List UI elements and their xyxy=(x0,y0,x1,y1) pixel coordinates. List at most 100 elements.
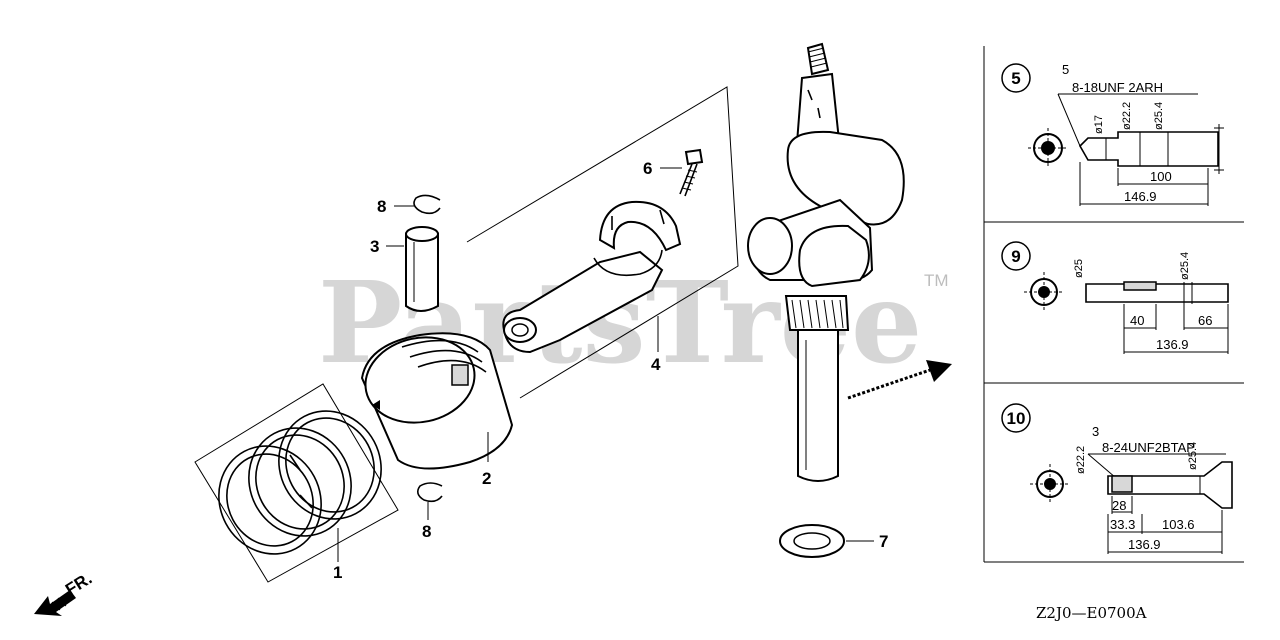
panel-9-keyway xyxy=(1123,281,1157,291)
panel-5-dim-line-1 xyxy=(1117,168,1209,186)
callout-6: 6 xyxy=(643,159,652,178)
panel-9-len-3: 136.9 xyxy=(1156,337,1189,352)
panel-10-dim-line-3 xyxy=(1142,510,1223,554)
panel-9-badge xyxy=(1001,241,1031,271)
watermark-trademark: TM xyxy=(924,271,949,290)
callout-8-top: 8 xyxy=(377,197,386,216)
panel-10-len-4: 136.9 xyxy=(1128,537,1161,552)
piston-ring-grooves xyxy=(401,339,487,373)
bolt-head xyxy=(684,148,704,166)
crank-gear-teeth xyxy=(791,299,844,329)
washer[interactable] xyxy=(779,524,845,558)
crank-pin-end xyxy=(747,217,793,275)
panel-10-len-1: 28 xyxy=(1112,498,1126,513)
panel-10-dia-1: ø22.2 xyxy=(1075,446,1087,474)
panel-9-end-center xyxy=(1024,272,1064,312)
rod-small-end-bore xyxy=(511,323,529,337)
panel-5-dia-2: ø22.2 xyxy=(1121,102,1133,130)
clip-top-shape xyxy=(413,194,441,215)
crank-main-shaft xyxy=(797,329,839,482)
panel-5-thread-leader xyxy=(1057,93,1081,147)
panel-5-dia-3: ø25.4 xyxy=(1153,102,1165,130)
panel-10-badge-label: 10 xyxy=(1007,409,1026,428)
panel-10-thread-numerator: 3 xyxy=(1092,424,1099,439)
panel-5-end-center xyxy=(1028,128,1068,168)
panel-10-dia-2: ø25.4 xyxy=(1187,442,1199,470)
drawing-code: Z2J0—E0700A xyxy=(1036,604,1147,622)
panel-5-dia-1: ø17 xyxy=(1093,115,1105,134)
detail-panel-5: 5 5 8-18UNF 2ARH ø17 ø22.2 ø25.4 100 146… xyxy=(1001,62,1224,206)
panel-10-badge xyxy=(1001,403,1031,433)
connecting-rod-assembly[interactable] xyxy=(502,200,682,354)
panel-9-len-2: 66 xyxy=(1198,313,1212,328)
washer-inner xyxy=(793,532,831,550)
detail-direction-arrow xyxy=(847,360,952,400)
piston-crown xyxy=(364,336,476,424)
pin-clip-top[interactable] xyxy=(413,194,441,215)
panel-10-thread-leader xyxy=(1087,453,1117,479)
crank-thread-lines xyxy=(807,47,828,68)
callout-1: 1 xyxy=(333,563,342,582)
panel-5-shaft-steps xyxy=(1105,132,1169,166)
rod-big-end xyxy=(593,249,663,277)
crankshaft[interactable] xyxy=(747,42,905,482)
piston-pin[interactable] xyxy=(405,226,439,312)
panel-9-shaft-profile xyxy=(1085,283,1229,303)
panel-10-thread-spec: 8-24UNF2BTAP xyxy=(1102,440,1195,455)
detail-panels xyxy=(983,46,1244,563)
panel-10-dim-line-1 xyxy=(1111,496,1133,514)
ring-oil-inner-edge xyxy=(285,417,375,513)
detail-panel-9: 9 ø25 ø25.4 40 66 136.9 xyxy=(1001,241,1229,354)
rod-assembly-outline xyxy=(466,86,739,399)
piston[interactable] xyxy=(357,327,514,470)
clip-bottom-shape xyxy=(416,482,443,503)
callout-3: 3 xyxy=(370,237,379,256)
panel-10-len-2: 33.3 xyxy=(1110,517,1135,532)
bolt-thread xyxy=(681,169,698,191)
ring-gaps xyxy=(289,454,313,509)
panel-5-len-1: 100 xyxy=(1150,169,1172,184)
callout-8-bottom: 8 xyxy=(422,522,431,541)
piston-pin-boss xyxy=(451,364,469,386)
bolt-shank xyxy=(679,163,698,197)
crank-thread-end xyxy=(806,42,830,76)
panel-5-shaft-profile xyxy=(1079,131,1219,167)
panel-10-len-3: 103.6 xyxy=(1162,517,1195,532)
panel-10-threaded-bore xyxy=(1111,475,1133,493)
detail-panel-10: 10 3 8-24UNF2BTAP ø22.2 ø25.4 28 33.3 10… xyxy=(1001,403,1233,554)
pin-clip-bottom[interactable] xyxy=(416,482,443,503)
pin-end xyxy=(405,226,439,242)
ring-middle-inner-edge xyxy=(255,434,345,530)
panel-9-badge-label: 9 xyxy=(1011,247,1020,266)
piston-direction-mark xyxy=(372,400,380,410)
panel-10-end-center xyxy=(1030,464,1070,504)
panel-5-thread-spec: 8-18UNF 2ARH xyxy=(1072,80,1163,95)
ring-set-outline xyxy=(194,383,399,583)
rod-shank xyxy=(502,250,664,354)
ring-middle xyxy=(248,427,352,537)
panel-5-dim-line-2 xyxy=(1079,162,1209,206)
panel-5-shaft-break xyxy=(1214,124,1224,174)
callout-2: 2 xyxy=(482,469,491,488)
rod-cap xyxy=(598,200,682,252)
panel-5-badge xyxy=(1001,63,1031,93)
ring-oil xyxy=(278,410,382,520)
panel-10-dim-line-2 xyxy=(1107,514,1143,534)
panel-9-dia-1: ø25 xyxy=(1073,259,1085,278)
ring-outer xyxy=(218,445,322,555)
crank-web-lower xyxy=(798,224,870,288)
ring-outer-inner-edge xyxy=(226,453,314,547)
rod-bolt[interactable] xyxy=(679,148,704,197)
panel-9-len-1: 40 xyxy=(1130,313,1144,328)
panel-9-shaft-steps xyxy=(1183,282,1193,304)
panel-9-dim-line-2 xyxy=(1183,304,1228,330)
panel-9-dim-line-1 xyxy=(1123,304,1157,330)
panel-5-thread-numerator: 5 xyxy=(1062,62,1069,77)
panel-9-dim-line-3 xyxy=(1123,304,1229,354)
panel-10-dim-line-4 xyxy=(1107,534,1222,554)
pin-body xyxy=(405,233,439,312)
callout-7: 7 xyxy=(879,532,888,551)
piston-ring-set[interactable] xyxy=(194,383,400,583)
panel-9-dia-2: ø25.4 xyxy=(1179,252,1191,280)
